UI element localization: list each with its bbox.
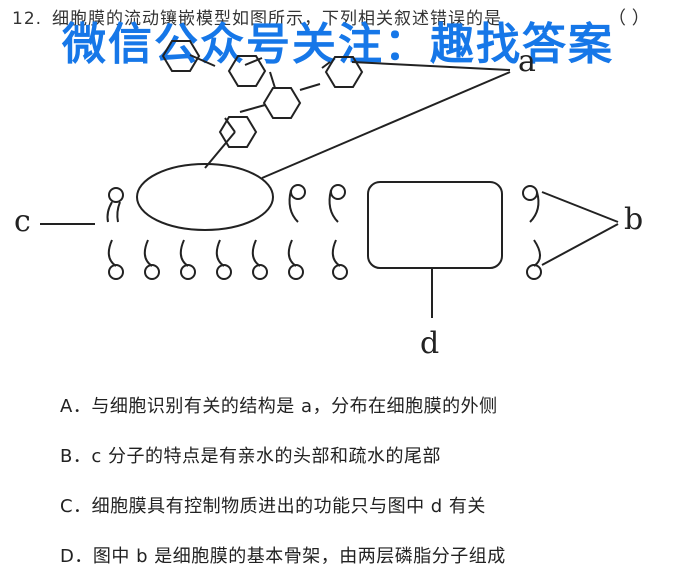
answer-parentheses: （ ）	[608, 8, 650, 29]
glycoprotein-chain	[161, 40, 364, 169]
protein-ellipse	[136, 163, 274, 231]
sugar-hexagon-1	[161, 40, 201, 72]
question-text: 细胞膜的流动镶嵌模型如图所示，下列相关叙述错误的是	[52, 9, 503, 29]
option-d[interactable]: D．图中 b 是细胞膜的基本骨架，由两层磷脂分子组成	[60, 546, 506, 567]
label-d: d	[420, 326, 440, 361]
sugar-hexagon-4	[218, 116, 258, 148]
phospholipid-top-4	[522, 185, 540, 223]
label-c: c	[14, 204, 31, 239]
phospholipid-bottom-row	[107, 239, 542, 280]
question-number: 12.	[12, 9, 43, 29]
sugar-hexagon-2	[227, 55, 267, 87]
sugar-hexagon-3	[262, 87, 302, 119]
phospholipid-top-3	[328, 184, 346, 223]
label-a: a	[518, 44, 536, 79]
phospholipid-top-2	[288, 184, 306, 223]
channel-protein-box	[367, 181, 503, 269]
membrane-diagram	[40, 40, 619, 318]
option-b[interactable]: B．c 分子的特点是有亲水的头部和疏水的尾部	[60, 446, 441, 467]
option-a[interactable]: A．与细胞识别有关的结构是 a，分布在细胞膜的外侧	[60, 396, 498, 417]
phospholipid-top-1	[106, 187, 124, 223]
question-stem: 12. 细胞膜的流动镶嵌模型如图所示，下列相关叙述错误的是	[12, 4, 502, 29]
sugar-hexagon-5	[324, 56, 364, 88]
option-c[interactable]: C．细胞膜具有控制物质进出的功能只与图中 d 有关	[60, 496, 486, 517]
label-b: b	[624, 202, 644, 237]
watermark: 微信公众号关注：趣找答案	[62, 19, 614, 70]
